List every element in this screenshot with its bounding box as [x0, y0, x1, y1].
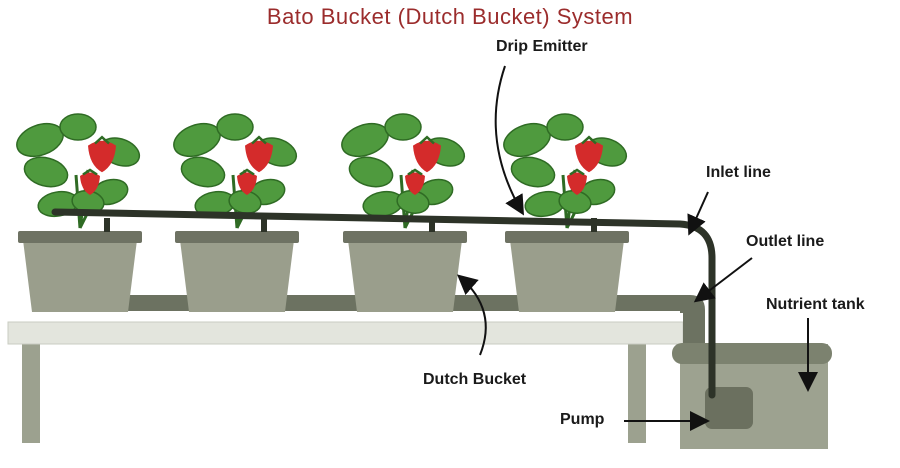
dutch-bucket-rim [18, 231, 142, 243]
dutch-bucket [180, 240, 294, 312]
strawberry [575, 140, 603, 173]
label-drip-emitter: Drip Emitter [496, 38, 588, 55]
leaf [503, 122, 551, 158]
strawberry-plant [173, 113, 298, 229]
diagram-title: Bato Bucket (Dutch Bucket) System [266, 4, 634, 29]
leaf [16, 122, 64, 158]
strawberry-calyx [251, 135, 267, 145]
dutch-bucket [348, 240, 462, 312]
leaf [173, 122, 221, 158]
strawberry-calyx [419, 135, 435, 145]
strawberry-calyx [581, 135, 597, 145]
dutch-bucket [23, 240, 137, 312]
leaf [23, 156, 69, 188]
strawberry [405, 172, 425, 195]
strawberry-calyx [407, 168, 423, 176]
leaf [341, 122, 389, 158]
drip-emitter [104, 218, 110, 232]
strawberry [567, 172, 587, 195]
dutch-bucket-arrow [456, 274, 487, 356]
leaf [59, 113, 97, 141]
strawberry-calyx [94, 135, 110, 145]
drip-emitter [261, 218, 267, 232]
inlet-line-arrow [687, 191, 709, 236]
leaf [510, 156, 556, 188]
label-inlet-line: Inlet line [706, 164, 771, 181]
strawberry-plant [16, 113, 141, 229]
strawberry [245, 140, 273, 173]
label-nutrient-tank: Nutrient tank [766, 296, 865, 313]
strawberry-calyx [82, 168, 98, 176]
strawberry [413, 140, 441, 173]
label-pump: Pump [560, 411, 605, 428]
leaf [384, 113, 422, 141]
strawberry [88, 140, 116, 173]
outlet-line-arrow [693, 257, 753, 303]
pump [705, 387, 753, 429]
strawberry-plant [503, 113, 628, 229]
outlet-pipe-elbow [680, 295, 705, 345]
label-outlet-line: Outlet line [746, 233, 825, 250]
strawberry [237, 172, 257, 195]
leaf [216, 113, 254, 141]
table-leg-left [22, 343, 40, 443]
label-dutch-bucket: Dutch Bucket [423, 371, 527, 388]
table-top [7, 321, 684, 345]
dutch-bucket [510, 240, 624, 312]
strawberry-plant [341, 113, 466, 229]
dutch-bucket-rim [343, 231, 467, 243]
strawberry-calyx [239, 168, 255, 176]
strawberry-calyx [569, 168, 585, 176]
table-leg-right [628, 343, 646, 443]
drip-emitter [429, 218, 435, 232]
strawberry [80, 172, 100, 195]
leaf [180, 156, 226, 188]
dutch-bucket-rim [505, 231, 629, 243]
dutch-bucket-rim [175, 231, 299, 243]
leaf [546, 113, 584, 141]
leaf [348, 156, 394, 188]
drip-emitter-arrow [494, 65, 525, 216]
